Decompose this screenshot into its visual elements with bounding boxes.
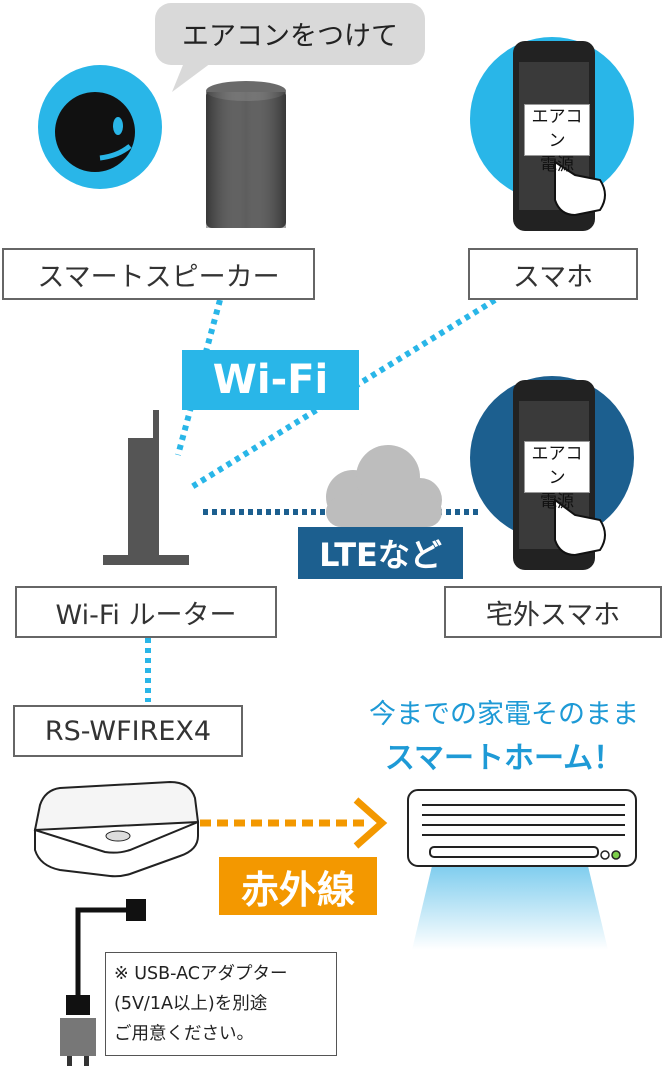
smartphone-screen-label: エアコン 電源	[524, 104, 590, 175]
speech-bubble-bg	[155, 3, 425, 65]
speech-bubble-text: エアコンをつけて	[182, 21, 398, 52]
infrared-arrowhead	[353, 797, 388, 849]
router-antenna	[153, 410, 159, 560]
remote-phone-screen-label: エアコン 電源	[524, 441, 590, 512]
router-body	[128, 438, 154, 560]
wifi-tag: Wi-Fi	[182, 350, 359, 410]
remote-phone-label: 宅外スマホ	[444, 586, 662, 638]
headline-line1: 今までの家電そのまま	[369, 699, 639, 730]
usb-cable	[75, 907, 140, 1000]
lte-tag: LTEなど	[298, 527, 463, 579]
adapter-note: ※ USB-ACアダプター (5V/1A以上)を別途 ご用意ください。	[105, 952, 337, 1056]
cloud-icon	[326, 445, 442, 527]
infrared-tag: 赤外線	[219, 857, 377, 915]
screen-line-aircon: エアコン	[531, 107, 583, 151]
device-illustration	[33, 780, 200, 878]
note-line3: ご用意ください。	[114, 1024, 254, 1044]
screen-line-aircon: エアコン	[531, 444, 583, 488]
screen-line-power: 電源	[540, 492, 574, 512]
ac-adapter	[60, 1018, 96, 1056]
smart-speaker-label: スマートスピーカー	[2, 248, 315, 300]
air-conditioner-illustration	[407, 789, 637, 950]
headline-line2: スマートホーム！	[384, 741, 624, 776]
usb-plug	[66, 995, 90, 1015]
note-line2: (5V/1A以上)を別途	[114, 994, 268, 1014]
smartphone-label: スマホ	[468, 248, 638, 300]
wifi-router-label: Wi-Fi ルーター	[15, 586, 277, 638]
screen-line-power: 電源	[540, 155, 574, 175]
device-model-label: RS-WFIREX4	[13, 705, 243, 757]
note-line1: ※ USB-ACアダプター	[114, 964, 288, 984]
